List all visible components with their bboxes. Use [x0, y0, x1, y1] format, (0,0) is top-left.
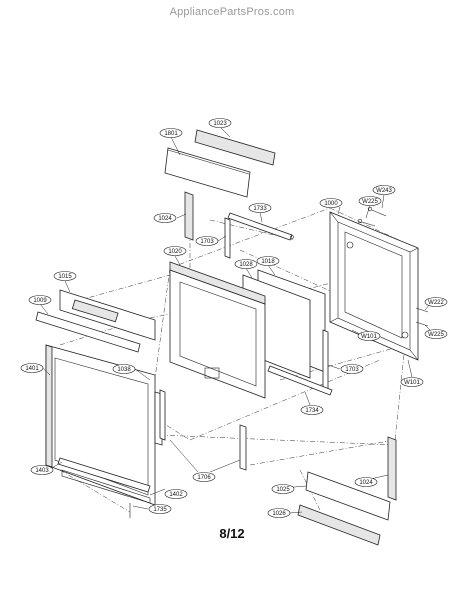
- svg-text:W225: W225: [362, 199, 378, 205]
- svg-text:W243: W243: [376, 188, 392, 194]
- callout-1703-right: 1703: [340, 364, 364, 374]
- svg-text:W222: W222: [428, 300, 444, 306]
- svg-text:1703: 1703: [345, 367, 359, 373]
- callout-1402: 1402: [164, 489, 188, 499]
- screw-w225-lower: [415, 321, 429, 327]
- part-1703-right-channel: [322, 329, 329, 393]
- callout-1000: 1000: [319, 198, 343, 208]
- page-number: 8/12: [219, 526, 245, 541]
- callout-1020: 1020: [163, 246, 187, 256]
- svg-text:1038: 1038: [117, 367, 131, 373]
- part-1026-bottom-trim: [297, 504, 381, 546]
- callout-1028: 1028: [234, 259, 258, 269]
- part-1401-oven-door: [45, 344, 156, 506]
- part-1024-lower-strip: [387, 436, 397, 501]
- svg-text:1023: 1023: [213, 121, 227, 127]
- svg-text:1024: 1024: [359, 480, 373, 486]
- svg-text:1015: 1015: [58, 274, 72, 280]
- svg-text:1402: 1402: [169, 492, 183, 498]
- svg-text:W101: W101: [404, 380, 420, 386]
- callout-1015: 1015: [53, 271, 77, 281]
- svg-text:1801: 1801: [164, 131, 178, 137]
- svg-text:1000: 1000: [324, 201, 338, 207]
- callout-w225-lower: W225: [424, 329, 448, 339]
- part-1015-control-panel: [59, 289, 156, 341]
- part-1000-oven-cavity: [329, 211, 419, 361]
- svg-text:1018: 1018: [261, 259, 275, 265]
- callout-1018: 1018: [256, 256, 280, 266]
- callout-1403: 1403: [30, 465, 54, 475]
- part-1734-channel: [267, 365, 333, 396]
- callout-1401: 1401: [20, 363, 44, 373]
- svg-text:1026: 1026: [272, 511, 286, 517]
- callout-1038: 1038: [112, 364, 136, 374]
- svg-text:1401: 1401: [25, 366, 39, 372]
- callout-1706: 1706: [192, 472, 216, 482]
- callout-w225-upper: W225: [358, 196, 382, 206]
- callout-w101-upper: W101: [357, 331, 381, 341]
- part-1706-hinge-left: [159, 389, 166, 441]
- svg-text:1403: 1403: [35, 468, 49, 474]
- callout-1703-left: 1703: [195, 236, 219, 246]
- callout-1733: 1733: [248, 203, 272, 213]
- callout-1801: 1801: [159, 128, 183, 138]
- part-1801-panel: [164, 147, 251, 198]
- callout-1009: 1009: [28, 295, 52, 305]
- callout-1023: 1023: [208, 118, 232, 128]
- svg-text:1734: 1734: [305, 408, 319, 414]
- svg-text:1025: 1025: [276, 487, 290, 493]
- callout-1024-lower: 1024: [354, 477, 378, 487]
- svg-text:1733: 1733: [253, 206, 267, 212]
- part-1020-front-frame: [169, 261, 266, 399]
- svg-text:1024: 1024: [158, 216, 172, 222]
- part-1023-panel: [194, 129, 276, 166]
- callout-1024-upper: 1024: [153, 213, 177, 223]
- svg-text:1703: 1703: [200, 239, 214, 245]
- part-1402-door-trim: [61, 469, 151, 504]
- svg-text:W225: W225: [428, 332, 444, 338]
- part-1403-door-bottom: [57, 457, 151, 493]
- svg-text:1020: 1020: [168, 249, 182, 255]
- callout-w243: W243: [372, 185, 396, 195]
- callout-1026: 1026: [267, 508, 291, 518]
- callout-1735: 1735: [148, 504, 172, 514]
- watermark: AppliancePartsPros.com: [169, 6, 295, 18]
- part-1733-channel: [227, 212, 294, 241]
- svg-text:W101: W101: [361, 334, 377, 340]
- part-1025-bottom-panel: [305, 471, 391, 521]
- part-1703-left-channel: [224, 217, 231, 259]
- svg-text:1009: 1009: [33, 298, 47, 304]
- part-1024-upper-strip: [184, 191, 194, 241]
- part-1706-hinge-right: [239, 424, 247, 471]
- screw-w225-upper: [357, 218, 376, 227]
- screw-w243: [367, 206, 387, 217]
- callout-w222: W222: [424, 297, 448, 307]
- callout-1025: 1025: [271, 484, 295, 494]
- svg-text:1735: 1735: [153, 507, 167, 513]
- screw-w222: [415, 307, 429, 313]
- svg-text:1028: 1028: [239, 262, 253, 268]
- callout-w101-lower: W101: [400, 377, 424, 387]
- svg-text:1706: 1706: [197, 475, 211, 481]
- part-1009-handle: [35, 311, 141, 353]
- callout-1734: 1734: [300, 405, 324, 415]
